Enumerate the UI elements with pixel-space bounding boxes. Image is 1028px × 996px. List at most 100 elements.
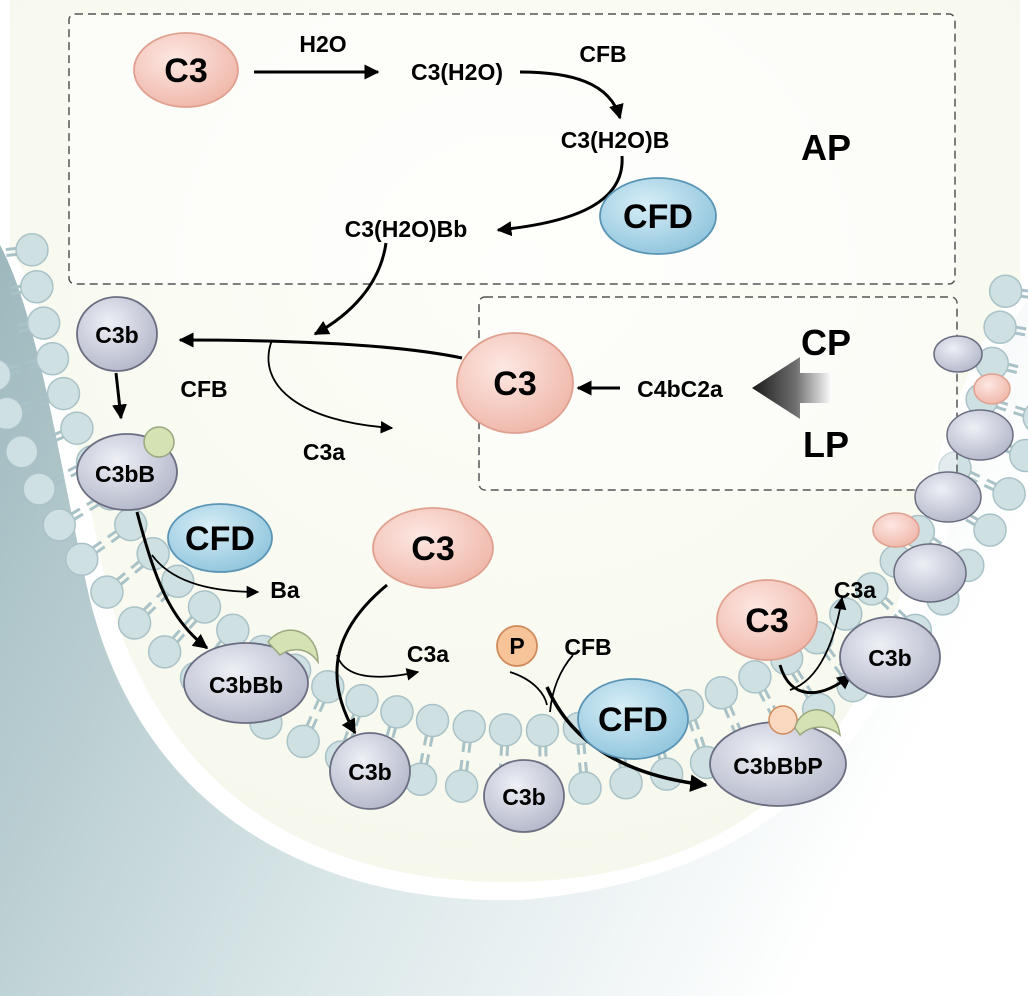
c3a-right-label: C3a bbox=[834, 577, 876, 603]
c3a-mid-label: C3a bbox=[407, 641, 449, 667]
cfd-left-label: CFD bbox=[185, 520, 255, 558]
lipid-head bbox=[452, 709, 486, 744]
factor-b-icon bbox=[143, 426, 175, 458]
arrow-c3b-to-c3bb bbox=[112, 372, 127, 420]
lipid-head bbox=[117, 606, 152, 640]
p-feed-line bbox=[509, 671, 548, 706]
c3bbb-label: C3bBb bbox=[209, 672, 283, 698]
arrow-c3h2obb-to-c3b bbox=[313, 242, 388, 336]
c3-mid-label: C3 bbox=[411, 530, 454, 568]
lipid-head bbox=[65, 542, 99, 577]
bb-fragment-icon bbox=[794, 709, 842, 737]
lipid-head bbox=[525, 713, 560, 748]
c3b-right-label: C3b bbox=[868, 645, 911, 671]
lipid-head bbox=[609, 765, 643, 800]
lipid-head bbox=[0, 396, 24, 431]
lipid-head bbox=[568, 771, 602, 805]
c3b-blob-icon bbox=[946, 409, 1014, 461]
c3b-right bbox=[839, 616, 941, 698]
c3-top bbox=[133, 32, 239, 108]
cfd-left bbox=[167, 503, 273, 573]
properdin-small-icon bbox=[768, 705, 798, 735]
c3-top-label: C3 bbox=[164, 52, 207, 90]
lipid-head bbox=[988, 274, 1023, 308]
lipid-head bbox=[1009, 438, 1028, 473]
ap-box bbox=[68, 13, 956, 285]
cfb-left-label: CFB bbox=[180, 376, 227, 402]
c3bbbp-label: C3bBbP bbox=[733, 753, 822, 779]
c3-blob-icon bbox=[872, 512, 920, 548]
c3b-mid-label: C3b bbox=[348, 759, 391, 785]
lipid-head bbox=[0, 359, 12, 391]
lipid-head bbox=[20, 270, 54, 304]
lipid-head bbox=[46, 376, 81, 411]
c3a-left-label: C3a bbox=[303, 439, 345, 465]
lipid-head bbox=[60, 411, 94, 445]
lipid-head bbox=[5, 435, 39, 469]
arrow-to-c3a-mid bbox=[336, 654, 420, 681]
reaction-arrows bbox=[112, 64, 853, 792]
cfd-right bbox=[577, 678, 689, 760]
lipid-head bbox=[704, 676, 739, 710]
c3b-center-label: C3b bbox=[502, 784, 545, 810]
c3bb-label: C3bB bbox=[95, 461, 155, 487]
lipid-head bbox=[345, 683, 379, 718]
c4bc2a-label: C4bC2a bbox=[637, 376, 723, 402]
lipid-head bbox=[992, 477, 1026, 511]
p-label: P bbox=[509, 633, 524, 659]
c3-cp-label: C3 bbox=[493, 365, 536, 403]
cfd-top-label: CFD bbox=[623, 198, 693, 236]
c3-blob-icon bbox=[973, 373, 1011, 405]
lipid-head bbox=[973, 513, 1007, 547]
lp-label: LP bbox=[803, 424, 849, 465]
lipid-head bbox=[444, 769, 479, 803]
lipid-head bbox=[15, 233, 49, 267]
c3b-center bbox=[483, 759, 565, 833]
c3h2ob-label: C3(H2O)B bbox=[561, 127, 670, 153]
cfb-top-label: CFB bbox=[579, 41, 626, 67]
h2o-label: H2O bbox=[299, 31, 346, 57]
c3b-blob-icon bbox=[893, 543, 967, 603]
byproduct-arrows bbox=[151, 339, 847, 713]
lipid-head bbox=[983, 310, 1017, 344]
lipid-head bbox=[488, 713, 523, 747]
cfd-top bbox=[599, 177, 717, 255]
arrow-to-c3a-left bbox=[267, 339, 394, 434]
arrow-c3-to-c3b-right bbox=[778, 664, 853, 695]
lipid-head bbox=[90, 575, 124, 609]
arrow-c3-to-c3b-mid bbox=[335, 583, 388, 735]
cfb-feed-line bbox=[549, 654, 574, 713]
properdin-icon bbox=[496, 625, 538, 667]
arrow-c3h2ob-to-c3h2obb bbox=[496, 155, 624, 237]
lipid-head bbox=[35, 342, 70, 376]
membrane-molecules bbox=[872, 335, 1014, 603]
arrow-to-ba bbox=[151, 554, 260, 599]
c3h2o-label: C3(H2O) bbox=[411, 59, 503, 85]
lipid-head bbox=[1022, 405, 1028, 430]
c3b-mid bbox=[329, 732, 411, 810]
arrow-c3h2o-to-c3h2ob bbox=[519, 70, 624, 120]
c3bbb bbox=[183, 642, 309, 724]
arrow-c3bb-to-c3bbb bbox=[135, 511, 209, 650]
c3-cp bbox=[456, 332, 574, 434]
cp-label: CP bbox=[801, 322, 851, 363]
c3b-left-label: C3b bbox=[95, 322, 138, 348]
c3-right-label: C3 bbox=[745, 602, 788, 640]
cfb-right-label: CFB bbox=[564, 634, 611, 660]
lipid-head bbox=[415, 703, 450, 738]
lipid-head bbox=[26, 306, 61, 340]
bb-fragment-icon bbox=[267, 629, 319, 665]
c3b-left bbox=[76, 296, 158, 372]
lipid-head bbox=[738, 660, 772, 694]
c3-mid bbox=[372, 507, 494, 589]
c3b-blob-icon bbox=[933, 335, 983, 373]
lipid-head bbox=[380, 695, 414, 729]
membrane-background bbox=[0, 245, 1028, 996]
c3b-blob-icon bbox=[914, 471, 982, 523]
lipid-head bbox=[286, 724, 320, 759]
lipid-head bbox=[22, 472, 56, 506]
arrow-c3-to-c3b bbox=[178, 332, 463, 360]
arrow-to-c3a-right bbox=[789, 596, 847, 691]
